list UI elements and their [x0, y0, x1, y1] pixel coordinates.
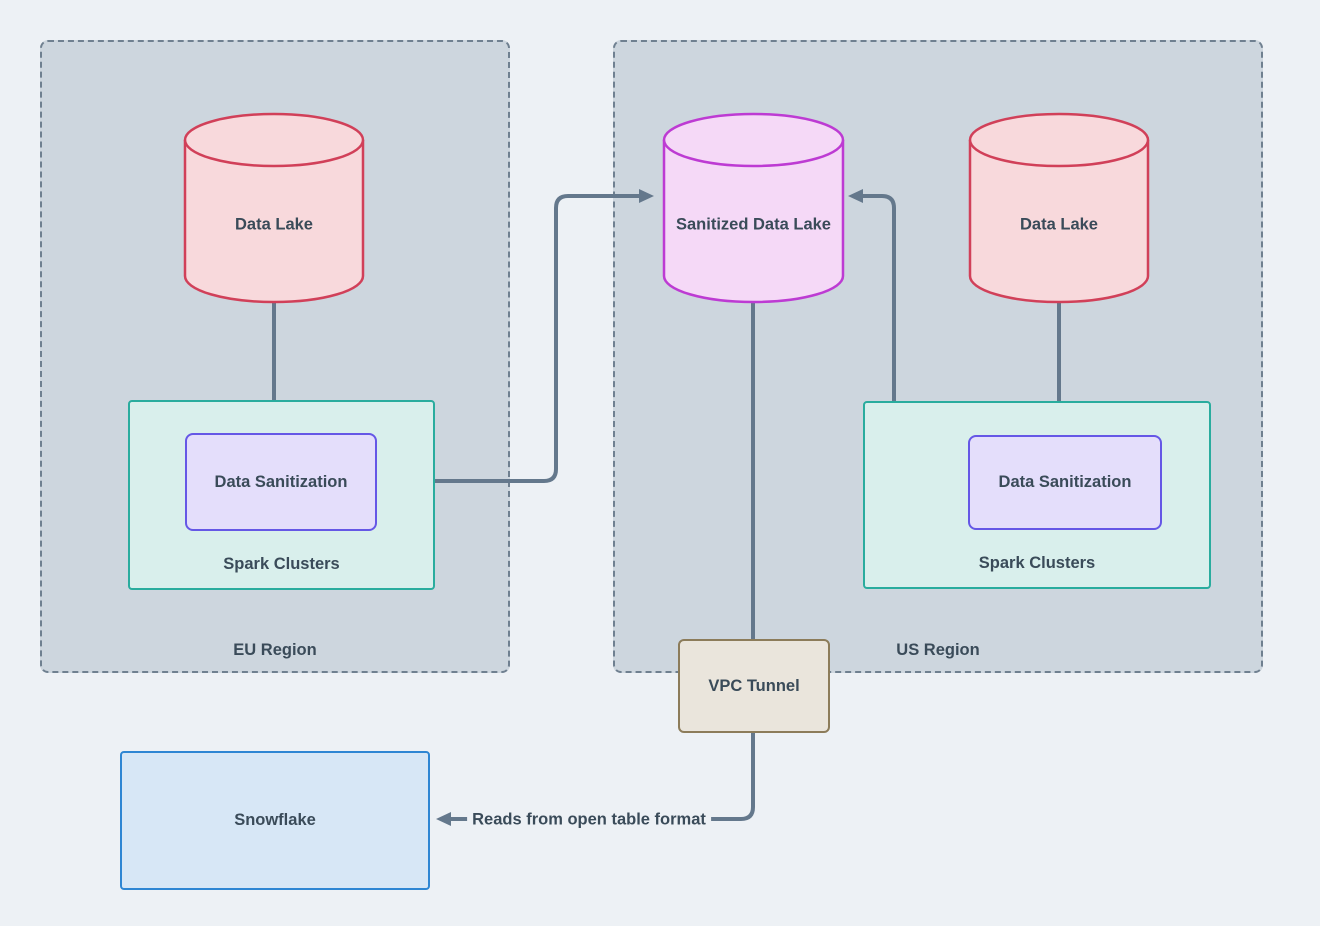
edge-eu-sanitization-to-sanitized-lake: [375, 194, 642, 483]
sanitized-data-lake-label: Sanitized Data Lake: [676, 215, 831, 234]
snowflake-read-edge-label: Reads from open table format: [467, 810, 711, 830]
arrowhead-left-icon: [848, 189, 863, 203]
sanitized-data-lake-node: Sanitized Data Lake: [662, 112, 845, 305]
arrowhead-left-icon: [436, 812, 451, 826]
vpc-tunnel-node: VPC Tunnel: [678, 639, 830, 733]
us-data-lake-node: Data Lake: [968, 112, 1150, 305]
eu-spark-clusters-label: Spark Clusters: [223, 555, 340, 573]
us-data-sanitization-node: Data Sanitization: [968, 435, 1162, 530]
database-cylinder-icon: [183, 112, 365, 304]
edge-sanitized-lake-to-snowflake: [448, 298, 755, 821]
snowflake-node: Snowflake: [120, 751, 430, 890]
us-data-sanitization-label: Data Sanitization: [998, 473, 1132, 491]
database-cylinder-icon: [662, 112, 845, 304]
vpc-tunnel-label: VPC Tunnel: [708, 676, 800, 695]
snowflake-label: Snowflake: [234, 811, 316, 829]
eu-data-sanitization-node: Data Sanitization: [185, 433, 377, 531]
eu-data-lake-label: Data Lake: [235, 215, 313, 234]
eu-data-sanitization-label: Data Sanitization: [214, 472, 348, 491]
us-spark-clusters-label: Spark Clusters: [978, 554, 1096, 572]
eu-data-lake-node: Data Lake: [183, 112, 365, 305]
arrowhead-right-icon: [639, 189, 654, 203]
eu-region-label: EU Region: [233, 641, 317, 659]
us-data-lake-label: Data Lake: [1020, 215, 1098, 234]
database-cylinder-icon: [968, 112, 1150, 304]
us-region-label: US Region: [896, 641, 980, 659]
